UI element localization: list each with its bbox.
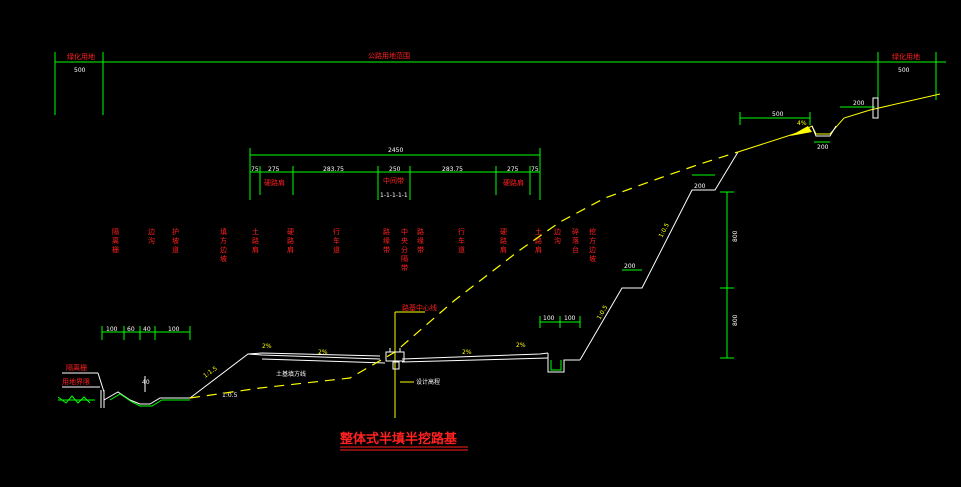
component-label-8: 中央分隔带 — [401, 227, 408, 272]
component-labels: 隔离栅 边沟 护坡道 填方边坡 土路肩 硬路肩 行车道 路缘带 中央分隔带 路缘带 行车道 硬路肩 土路… — [112, 227, 596, 272]
platform3-value: 200 — [817, 144, 829, 151]
left-ditch-lining — [109, 393, 190, 407]
slope-s2: 2% — [318, 349, 328, 356]
road-dimensions: 2450 75 275 283.75 250 283.75 275 75 硬路肩… — [249, 147, 541, 200]
left-greenbelt-label: 绿化用地 — [67, 52, 95, 61]
component-label-9: 路缘带 — [417, 227, 424, 254]
left-greenbelt-value: 500 — [74, 67, 86, 74]
component-label-6: 行车道 — [333, 227, 340, 254]
component-label-15: 挖方边坡 — [589, 227, 596, 263]
right-greenbelt-value: 500 — [898, 67, 910, 74]
center-line: 路基中心线 设计高程 — [385, 303, 440, 418]
left-dim-d: 100 — [168, 326, 180, 333]
fence-label: 隔离栅 — [66, 363, 87, 372]
component-label-10: 行车道 — [458, 227, 465, 254]
slope-s3: 2% — [462, 349, 472, 356]
road-seg1: 75 — [251, 166, 259, 173]
left-ditch-profile — [103, 391, 190, 405]
road-seg7: 75 — [531, 166, 539, 173]
land-boundary-label: 用地界限 — [62, 377, 90, 386]
road-seg2: 275 — [268, 166, 280, 173]
right-ditch — [547, 353, 580, 373]
top-right-value: 500 — [772, 111, 784, 118]
fence-leader-2 — [97, 372, 105, 393]
component-label-1: 边沟 — [148, 227, 155, 245]
cut-slope-line — [579, 151, 739, 361]
top-dimension: 绿化用地 500 公路用地范围 绿化用地 500 — [54, 51, 946, 115]
crest: 500 200 4% 200 — [737, 93, 941, 153]
left-hard-shoulder-label: 硬路肩 — [264, 178, 285, 187]
crest-ditch — [811, 125, 837, 137]
component-label-11: 硬路肩 — [500, 228, 507, 254]
left-dimensions: 100 60 40 100 隔离栅 用地界限 — [62, 326, 191, 393]
component-label-2: 护坡道 — [172, 227, 179, 254]
component-label-7: 路缘带 — [383, 227, 390, 254]
cut-slope-ratio-2: 1:0.5 — [658, 222, 671, 239]
slope-s1: 2% — [262, 343, 272, 350]
ditch-depth: 40 — [142, 379, 150, 386]
slope-s4: 2% — [516, 342, 526, 349]
platform2-value: 200 — [694, 183, 706, 190]
design-elevation-label: 设计高程 — [416, 378, 440, 386]
road-seg6: 275 — [507, 166, 519, 173]
right-ditch-lining — [550, 360, 562, 371]
left-dim-a: 100 — [106, 326, 118, 333]
right-pavement-top — [401, 352, 549, 360]
right-fence — [872, 97, 879, 119]
embankment-profile: 1:1.5 1:0.5 2% 2% 2% 2% 土基填方线 — [189, 342, 580, 399]
highway-land-label: 公路用地范围 — [368, 51, 410, 60]
right-ditch-d1: 100 — [543, 315, 555, 322]
left-ditch: 40 — [57, 376, 190, 408]
component-label-3: 填方边坡 — [220, 227, 227, 263]
slope-s5: 4% — [797, 120, 807, 127]
left-pavement-base — [247, 353, 381, 360]
road-total-value: 2450 — [388, 147, 403, 154]
right-ditch-d2: 100 — [564, 315, 576, 322]
component-label-13: 边沟 — [554, 227, 561, 245]
left-ground-hatch — [57, 395, 91, 404]
left-dim-b: 60 — [127, 326, 135, 333]
right-greenbelt-label: 绿化用地 — [892, 52, 920, 61]
median-drain — [392, 361, 400, 370]
natural-ground-top — [737, 93, 941, 153]
component-label-4: 土路肩 — [252, 227, 259, 254]
cut-profile: 1:0.5 1:0.5 200 200 800 800 100 100 — [539, 151, 739, 361]
left-pavement-bottom — [261, 358, 386, 364]
component-label-12: 土路肩 — [535, 227, 542, 254]
height-h1: 800 — [732, 230, 739, 242]
component-label-0: 隔离栅 — [112, 227, 119, 254]
median-label: 中间带 — [383, 176, 404, 185]
component-label-5: 硬路肩 — [287, 228, 294, 254]
right-end-value: 200 — [853, 100, 865, 107]
right-hard-shoulder-label: 硬路肩 — [503, 178, 524, 187]
original-ground-line — [189, 151, 739, 399]
platform1-value: 200 — [624, 263, 636, 270]
median-sub-label: 1-1-1-1-1 — [380, 192, 408, 199]
crest-drain-fill — [790, 126, 812, 136]
left-dim-c: 40 — [143, 326, 151, 333]
median-block — [385, 351, 405, 362]
height-h2: 800 — [732, 314, 739, 326]
road-seg5: 283.75 — [442, 166, 463, 173]
right-pavement-base — [401, 357, 549, 363]
component-label-14: 碎落台 — [572, 227, 579, 254]
left-fill-slope — [189, 352, 381, 399]
center-line-label: 路基中心线 — [402, 303, 437, 312]
fill-bottom-label: 1:0.5 — [222, 392, 238, 399]
subgrade-label: 土基填方线 — [276, 370, 306, 378]
road-seg4: 250 — [389, 166, 401, 173]
drawing-title: 整体式半填半挖路基 — [339, 431, 458, 447]
road-seg3: 283.75 — [323, 166, 344, 173]
